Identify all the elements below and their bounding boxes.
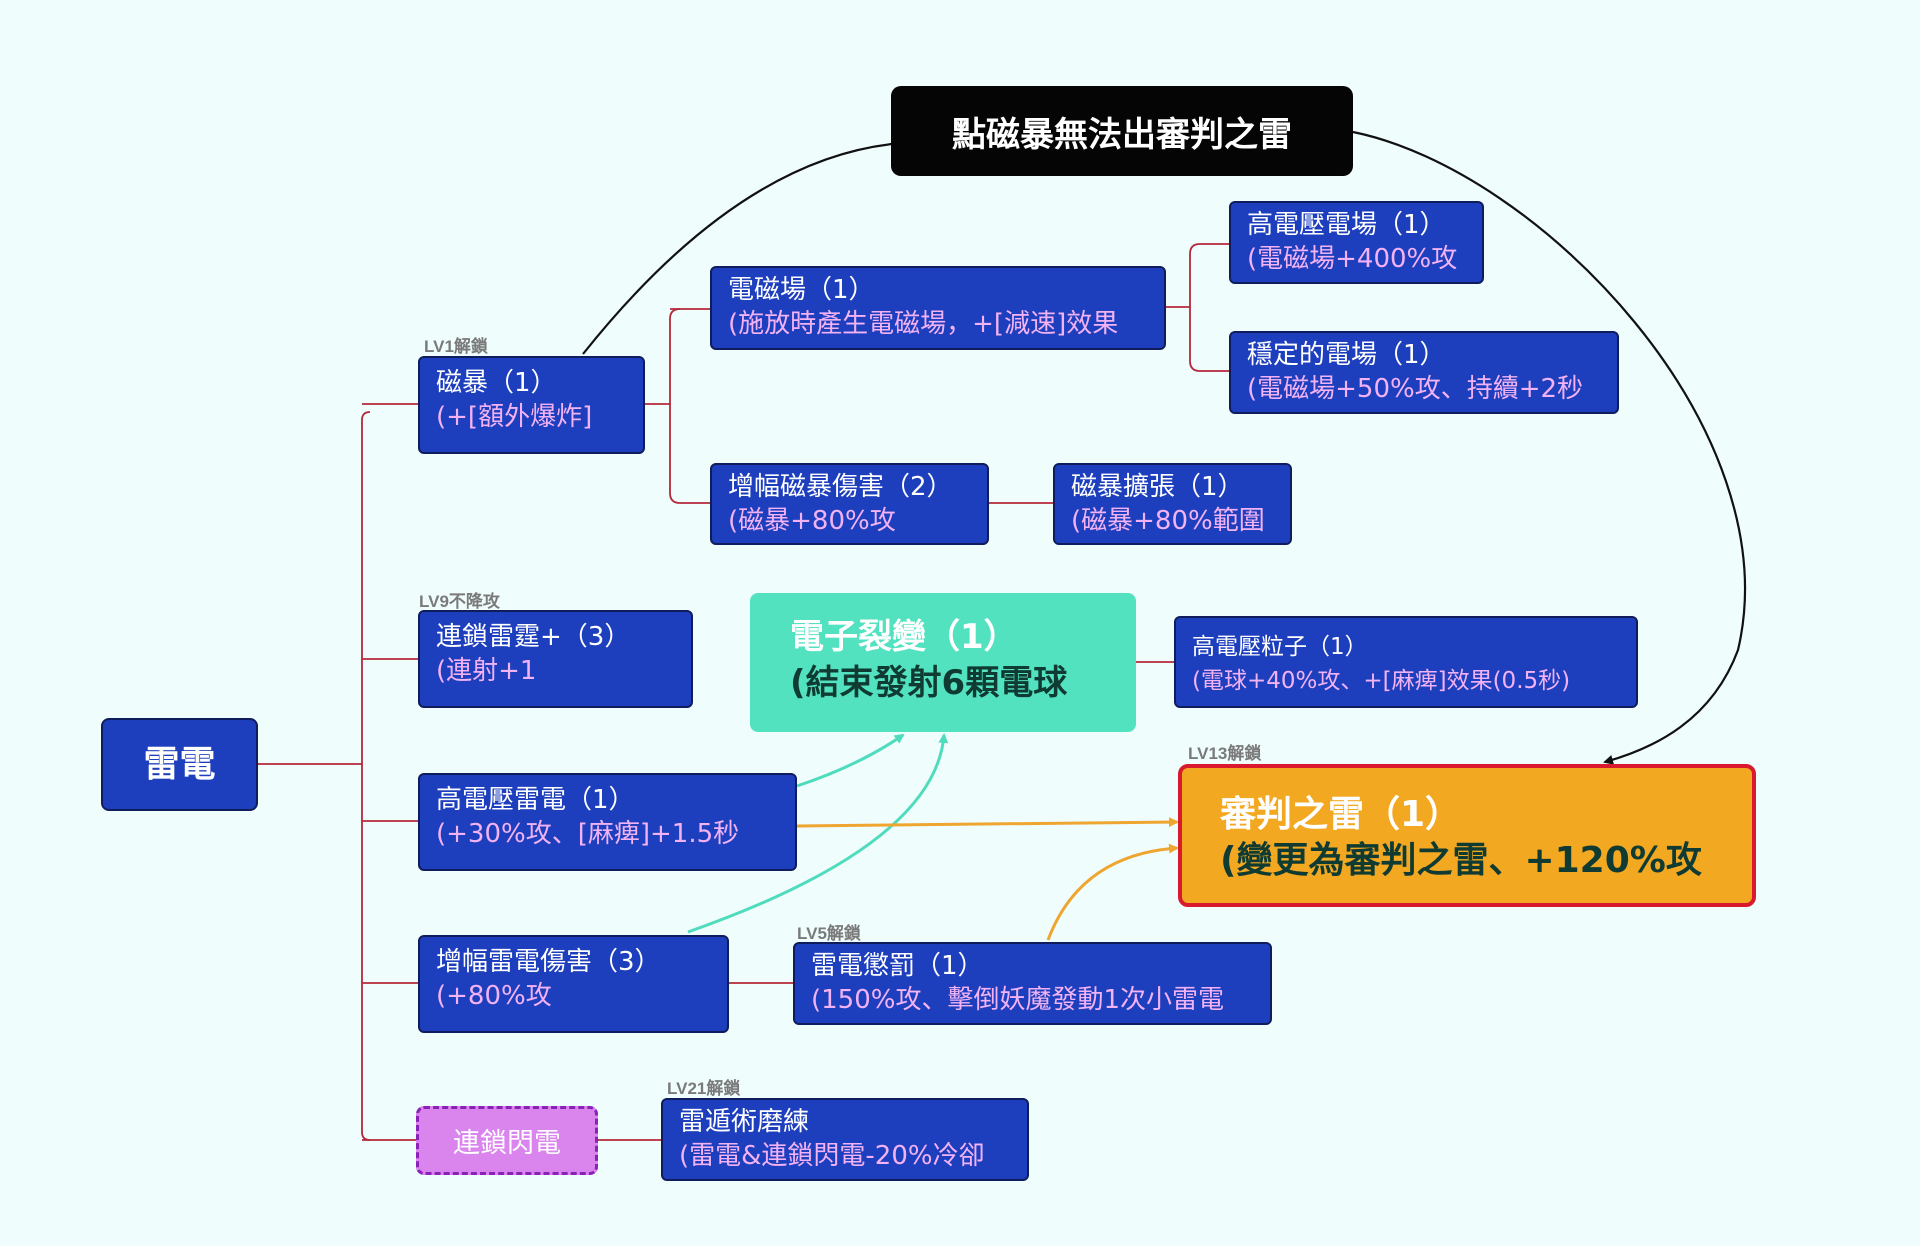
unlock-tag-lv13: LV13解鎖 (1188, 744, 1262, 763)
node-detail: (150%攻、擊倒妖魔發動1次小雷電 (811, 985, 1225, 1015)
node-detail: (變更為審判之雷、+120%攻 (1220, 840, 1702, 881)
arrow-lightning-dmg-to-fission (687, 733, 949, 934)
root-title: 雷電 (143, 743, 216, 785)
arrow-hv-lightning-to-fission (796, 733, 905, 788)
node-hv-particle[interactable]: 高電壓粒子（1） (電球+40%攻、+[麻痺]效果(0.5秒) (1174, 616, 1638, 708)
node-judgment-thunder[interactable]: 審判之雷（1） (變更為審判之雷、+120%攻 (1178, 764, 1756, 907)
node-em-field[interactable]: 電磁場（1） (施放時產生電磁場，+[減速]效果 (710, 266, 1166, 350)
node-detail: (雷電&連鎖閃電-20%冷卻 (679, 1141, 985, 1171)
note-title: 點磁暴無法出審判之雷 (952, 114, 1292, 155)
unlock-tag-lv9: LV9不降攻 (419, 592, 500, 611)
arrow-hv-lightning-to-judgment (796, 817, 1179, 828)
node-title: 高電壓粒子（1） (1192, 634, 1368, 660)
node-storm-damage[interactable]: 增幅磁暴傷害（2） (磁暴+80%攻 (710, 463, 989, 545)
node-detail: (連射+1 (436, 656, 537, 686)
unlock-tag-lv5: LV5解鎖 (797, 924, 861, 943)
node-title: 連鎖閃電 (453, 1128, 561, 1159)
node-title: 高電壓雷電（1） (436, 785, 635, 815)
node-title: 磁暴（1） (436, 368, 557, 398)
node-detail: (電磁場+400%攻 (1247, 244, 1458, 274)
node-stable-field[interactable]: 穩定的電場（1） (電磁場+50%攻、持續+2秒 (1229, 331, 1619, 414)
node-title: 增幅雷電傷害（3） (436, 947, 661, 977)
root-node[interactable]: 雷電 (101, 718, 258, 811)
node-lightning-damage[interactable]: 增幅雷電傷害（3） (+80%攻 (418, 935, 729, 1033)
unlock-tag-lv1: LV1解鎖 (424, 337, 488, 356)
node-title: 穩定的電場（1） (1247, 340, 1446, 370)
node-detail: (+80%攻 (436, 981, 552, 1011)
node-chain-thunder[interactable]: 連鎖雷霆+（3） (連射+1 (418, 610, 693, 708)
node-hv-lightning[interactable]: 高電壓雷電（1） (+30%攻、[麻痺]+1.5秒 (418, 773, 797, 871)
node-detail: (磁暴+80%範圍 (1071, 506, 1265, 536)
node-title: 高電壓電場（1） (1247, 210, 1446, 240)
node-detail: (結束發射6顆電球 (790, 663, 1068, 703)
node-title: 電磁場（1） (728, 275, 875, 305)
node-electron-fission[interactable]: 電子裂變（1） (結束發射6顆電球 (750, 593, 1136, 732)
node-title: 連鎖雷霆+（3） (436, 622, 631, 652)
node-detail: (+[額外爆炸] (436, 402, 593, 432)
node-title: 增幅磁暴傷害（2） (728, 472, 953, 502)
arrow-note-to-judgment (1352, 130, 1746, 765)
node-magnetic-storm[interactable]: 磁暴（1） (+[額外爆炸] (418, 356, 645, 454)
link-storm-vertical (669, 308, 710, 504)
node-title: 電子裂變（1） (790, 617, 1018, 657)
note-node: 點磁暴無法出審判之雷 (891, 86, 1353, 176)
node-lightning-punish[interactable]: 雷電懲罰（1） (150%攻、擊倒妖魔發動1次小雷電 (793, 942, 1272, 1025)
node-storm-expand[interactable]: 磁暴擴張（1） (磁暴+80%範圍 (1053, 463, 1292, 545)
node-title: 雷電懲罰（1） (811, 951, 984, 981)
node-title: 審判之雷（1） (1220, 794, 1462, 835)
node-detail: (+30%攻、[麻痺]+1.5秒 (436, 819, 740, 849)
node-title: 磁暴擴張（1） (1071, 472, 1244, 502)
arrow-storm-to-judgment (582, 142, 893, 355)
link-trunk-vertical (361, 411, 371, 1141)
node-detail: (施放時產生電磁場，+[減速]效果 (728, 309, 1119, 339)
arrow-punish-to-judgment (1046, 843, 1179, 941)
node-detail: (電磁場+50%攻、持續+2秒 (1247, 374, 1584, 404)
node-detail: (磁暴+80%攻 (728, 506, 896, 536)
unlock-tag-lv21: LV21解鎖 (667, 1079, 741, 1098)
node-title: 雷遁術磨練 (679, 1107, 810, 1137)
node-hv-field[interactable]: 高電壓電場（1） (電磁場+400%攻 (1229, 201, 1484, 284)
link-em-vertical (1189, 243, 1229, 372)
node-detail: (電球+40%攻、+[麻痺]效果(0.5秒) (1192, 668, 1571, 694)
node-shield-training[interactable]: 雷遁術磨練 (雷電&連鎖閃電-20%冷卻 (661, 1098, 1029, 1181)
node-chain-lightning[interactable]: 連鎖閃電 (416, 1106, 598, 1175)
